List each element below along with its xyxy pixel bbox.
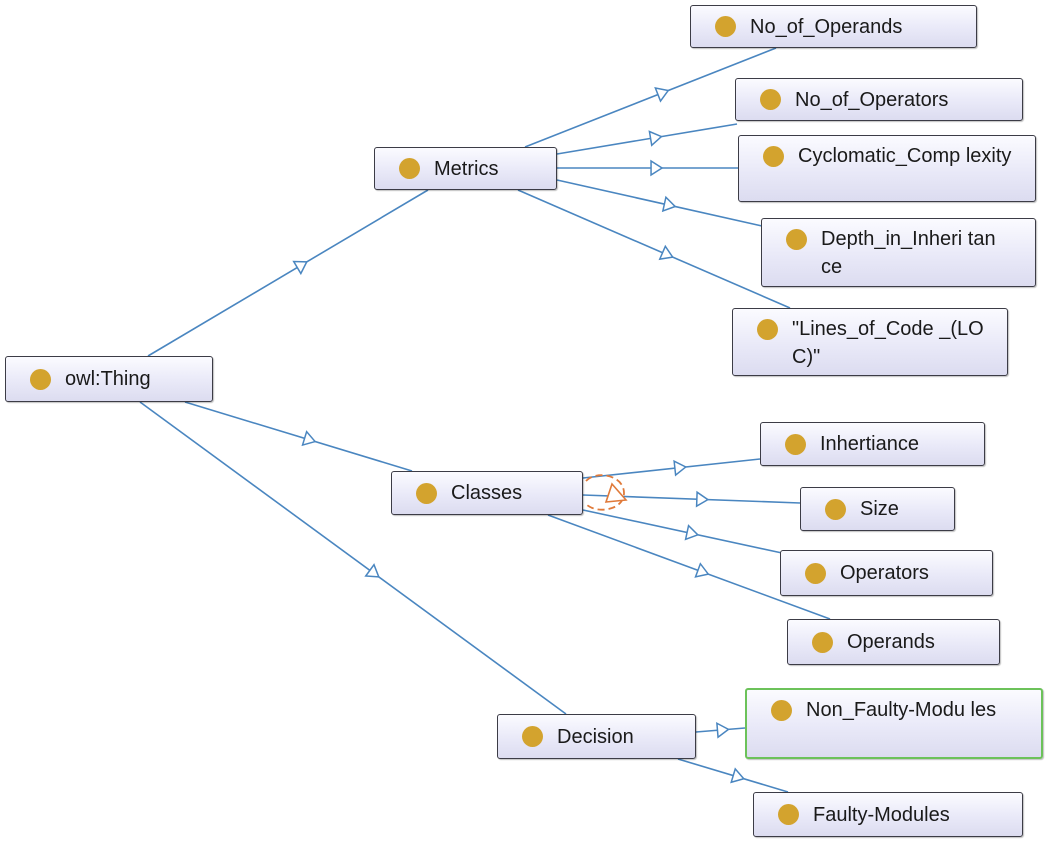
class-icon <box>757 319 778 340</box>
arrowhead-metrics-loc <box>658 244 674 261</box>
arrowhead-metrics-cyclomatic <box>650 159 664 177</box>
node-label: Decision <box>557 725 634 748</box>
node-label: Operators <box>840 562 929 584</box>
edge-classes-operands <box>547 514 831 620</box>
class-icon <box>771 700 792 721</box>
node-inhertiance[interactable]: Inhertiance <box>760 422 985 466</box>
class-icon <box>522 726 543 747</box>
node-metrics[interactable]: Metrics <box>374 147 557 190</box>
node-lines-of-code[interactable]: "Lines_of_Code _(LOC)" <box>732 308 1008 376</box>
node-label: Cyclomatic_Comp lexity <box>798 145 1012 167</box>
class-icon <box>825 498 846 520</box>
node-non-faulty-modules[interactable]: Non_Faulty-Modu les <box>745 688 1043 759</box>
class-icon <box>763 146 784 167</box>
class-icon <box>778 804 799 825</box>
node-no-of-operands[interactable]: No_of_Operands <box>690 5 977 48</box>
node-faulty-modules[interactable]: Faulty-Modules <box>753 792 1023 837</box>
node-operators[interactable]: Operators <box>780 550 993 596</box>
node-label: No_of_Operands <box>750 15 903 38</box>
arrowhead-thing-decision <box>364 563 380 578</box>
edge-metrics-depth <box>556 179 763 227</box>
class-icon <box>805 562 826 584</box>
node-label: Faulty-Modules <box>813 803 950 826</box>
edge-classes-inheritance <box>582 458 761 479</box>
self-loop-arrowhead <box>604 482 628 503</box>
node-depth-in-inheritance[interactable]: Depth_in_Inheri tance <box>761 218 1036 287</box>
class-icon <box>785 433 806 455</box>
arrowhead-thing-metrics <box>292 260 308 276</box>
class-icon <box>786 229 807 250</box>
edge-thing-metrics <box>147 189 429 357</box>
class-icon <box>812 631 833 653</box>
class-icon <box>715 16 736 37</box>
arrowhead-decision-faulty <box>730 767 746 784</box>
node-decision[interactable]: Decision <box>497 714 696 759</box>
arrowhead-classes-size <box>695 490 710 508</box>
class-icon <box>416 482 437 504</box>
arrowhead-metrics-depth <box>661 195 677 213</box>
arrowhead-metrics-operands_metric <box>654 87 670 103</box>
edge-thing-decision <box>139 401 567 715</box>
node-owl-thing[interactable]: owl:Thing <box>5 356 213 402</box>
arrowhead-classes-inheritance <box>673 459 688 477</box>
class-icon <box>399 158 420 179</box>
edge-classes-operators <box>582 509 783 554</box>
edge-metrics-operators_metric <box>556 123 738 155</box>
edge-thing-classes <box>184 401 413 472</box>
class-icon <box>760 89 781 110</box>
node-label: "Lines_of_Code _(LOC)" <box>792 318 984 368</box>
node-label: owl:Thing <box>65 368 151 390</box>
node-label: No_of_Operators <box>795 88 949 111</box>
node-label: Classes <box>451 482 523 504</box>
arrowhead-decision-non_faulty <box>716 721 730 739</box>
edge-metrics-loc <box>517 189 791 309</box>
arrowhead-classes-operators <box>684 524 700 541</box>
node-label: Metrics <box>434 157 499 180</box>
arrowhead-classes-operands <box>694 562 710 578</box>
node-size[interactable]: Size <box>800 487 955 531</box>
node-operands[interactable]: Operands <box>787 619 1000 665</box>
self-loop-classes <box>585 474 625 511</box>
arrowhead-thing-classes <box>301 430 317 447</box>
node-label: Depth_in_Inheri tance <box>821 228 996 278</box>
node-classes[interactable]: Classes <box>391 471 583 515</box>
node-label: Non_Faulty-Modu les <box>806 699 997 721</box>
node-label: Inhertiance <box>820 433 919 455</box>
node-label: Operands <box>847 631 935 653</box>
arrowhead-metrics-operators_metric <box>648 130 663 147</box>
class-icon <box>30 368 51 390</box>
node-cyclomatic-complexity[interactable]: Cyclomatic_Comp lexity <box>738 135 1036 202</box>
node-label: Size <box>860 498 899 520</box>
node-no-of-operators[interactable]: No_of_Operators <box>735 78 1023 121</box>
edge-metrics-operands_metric <box>524 47 777 148</box>
